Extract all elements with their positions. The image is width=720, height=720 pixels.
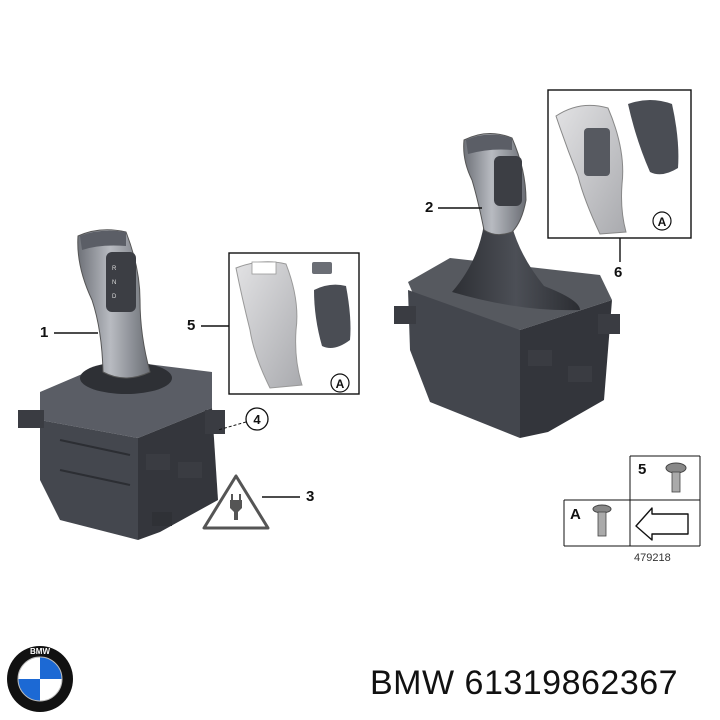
drawing-reference: 479218	[634, 552, 671, 564]
knob-left-top	[80, 230, 126, 250]
callout-5: 5	[187, 317, 196, 334]
knob-right-panel	[494, 156, 522, 206]
plug-icon	[230, 500, 242, 520]
trim-piece-6-inner	[584, 128, 610, 176]
screw-5-shank-icon	[671, 471, 681, 493]
tab	[528, 350, 552, 366]
bmw-logo-lettering: BMW	[30, 647, 50, 656]
detail-a-right-label: A	[658, 215, 667, 229]
tab	[152, 512, 172, 526]
callout-4-circle	[245, 407, 269, 431]
svg-text:N: N	[112, 280, 116, 286]
callout-3: 3	[306, 488, 315, 505]
part-brand: BMW	[370, 664, 455, 702]
legend-label-5: 5	[638, 461, 647, 478]
boot-right	[452, 223, 580, 311]
screw-5-head-icon	[665, 462, 687, 474]
bmw-logo: BMW	[7, 646, 73, 712]
housing-right-front	[408, 290, 520, 438]
knob-right-top	[466, 134, 512, 154]
part-number: 61319862367	[464, 664, 679, 702]
callout-2: 2	[425, 199, 434, 216]
fastener-legend	[563, 455, 701, 547]
tab	[568, 366, 592, 382]
control-panel-6	[628, 100, 679, 175]
callout-6: 6	[614, 264, 623, 281]
gear-selector-right	[394, 133, 620, 438]
detail-a-left-label: A	[336, 377, 345, 391]
tab	[598, 314, 620, 334]
detail-a-badge-left	[330, 373, 350, 393]
detail-a-badge-right	[652, 211, 672, 231]
part-caption: BMW 61319862367	[370, 664, 678, 703]
knob-left-panel	[106, 252, 136, 312]
detail-box-5	[228, 252, 360, 395]
svg-text:D: D	[112, 294, 117, 300]
screw-a-shank-icon	[597, 511, 607, 537]
tab	[146, 454, 170, 470]
housing-right-side	[520, 300, 612, 438]
callout-1: 1	[40, 324, 49, 341]
direction-arrow-icon	[635, 507, 689, 541]
button-cap-5	[312, 262, 332, 274]
control-panel-5	[314, 284, 351, 348]
legend-label-a: A	[570, 506, 581, 523]
housing-left-front	[40, 420, 138, 540]
cover-piece-5	[235, 261, 303, 389]
gear-selector-left: R N D	[18, 229, 225, 540]
svg-text:R: R	[112, 266, 117, 272]
tab	[178, 462, 202, 478]
cover-cutout	[251, 261, 277, 275]
tab	[18, 410, 44, 428]
callout-4-label: 4	[253, 412, 261, 427]
tab	[394, 306, 416, 324]
tab	[205, 410, 225, 434]
